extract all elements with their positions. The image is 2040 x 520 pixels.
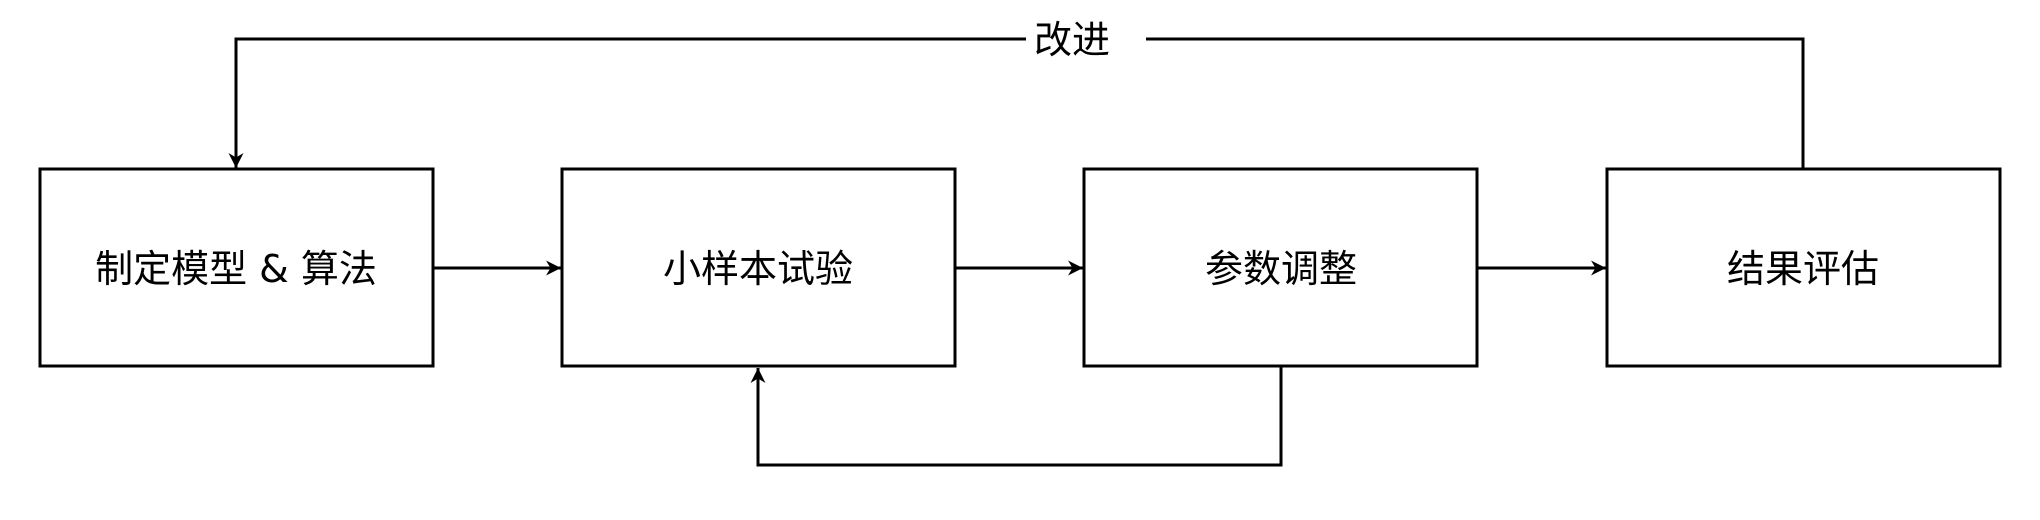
edge-improve-label-bg — [1026, 16, 1146, 62]
node-tuning-label: 参数调整 — [1205, 247, 1357, 291]
node-model: 制定模型 & 算法 — [38, 167, 435, 368]
node-eval-label: 结果评估 — [1727, 247, 1879, 291]
edge-improve — [228, 37, 1805, 169]
node-trial: 小样本试验 — [560, 167, 957, 368]
node-tuning: 参数调整 — [1082, 167, 1479, 368]
edge-improve-label: 改进 — [1034, 18, 1110, 62]
edge-tuning-to-trial — [750, 367, 1283, 467]
node-trial-label: 小样本试验 — [663, 247, 853, 291]
node-model-label: 制定模型 & 算法 — [95, 247, 377, 291]
node-eval: 结果评估 — [1605, 167, 2002, 368]
